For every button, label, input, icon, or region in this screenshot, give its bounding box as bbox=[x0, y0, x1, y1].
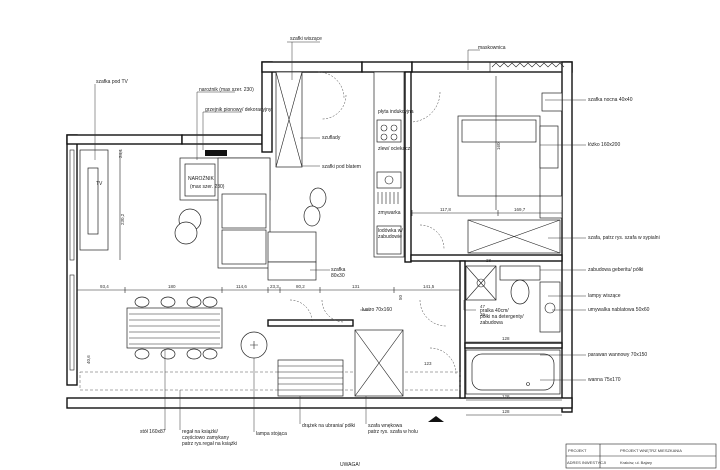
windows bbox=[69, 61, 565, 371]
dim-5: 80,2 bbox=[296, 284, 305, 289]
label-corner-sofa: narożnik (max szer. 230) bbox=[199, 87, 254, 93]
label-cover: maskownica bbox=[478, 45, 506, 51]
label-washer-2: półki na detergenty/ bbox=[480, 314, 524, 320]
dim-13: 28 bbox=[486, 258, 492, 263]
label-bed: łóżko 160x200 bbox=[588, 142, 620, 148]
corner-inner-label-1: NAROŻNIK bbox=[188, 175, 215, 182]
label-cabinet-80-1: szafka bbox=[331, 267, 346, 273]
wall-right bbox=[561, 61, 573, 413]
title-block: PROJEKT PROJEKT WNĘTRZ MIESZKANIA ADRES … bbox=[565, 443, 717, 469]
hall-wardrobe-bottom bbox=[277, 329, 404, 397]
dim-10: 128 bbox=[502, 336, 510, 341]
dim-9: 169,7 bbox=[514, 207, 526, 212]
doors bbox=[289, 71, 457, 375]
dim-12: 128 bbox=[502, 409, 510, 414]
dim-15: 36 bbox=[480, 312, 486, 317]
label-nightstand: szafka nocna 40x40 bbox=[588, 97, 633, 103]
label-hall-wardrobe-1: szafa wnękowa bbox=[368, 423, 402, 429]
title-row1-right: PROJEKT WNĘTRZ MIESZKANIA bbox=[620, 448, 682, 453]
dim-18: 160 bbox=[496, 142, 501, 150]
label-dishwasher: zmywarka bbox=[378, 210, 401, 216]
label-washbasin: umywalka nablatowa 50x60 bbox=[588, 307, 650, 313]
dimension-texts: 93,4 180 114,6 23,3 80,2 131 141,5 117,8… bbox=[86, 142, 526, 414]
label-washer-3: zabudowa bbox=[480, 320, 503, 326]
bathroom bbox=[465, 265, 561, 395]
wall-hall-wardrobe bbox=[267, 319, 354, 327]
label-radiator: grzejnik pionowy/ dekoracyjny bbox=[205, 107, 272, 113]
label-washer-1: pralka 40cm/ bbox=[480, 308, 509, 314]
dim-14: 47 bbox=[480, 304, 486, 309]
dim-19: 24,4 bbox=[118, 149, 123, 158]
bedroom-wardrobe bbox=[467, 219, 561, 254]
label-cabinet-80-2: 80x30 bbox=[331, 273, 345, 279]
label-mirror: lustro 70x160 bbox=[362, 307, 392, 313]
label-bookshelf-1: regał na książki/ bbox=[182, 429, 218, 435]
label-rod: drążek na ubrania/ półki bbox=[302, 423, 355, 429]
label-wall-lamps: lampy wiszące bbox=[588, 293, 621, 299]
dim-3: 114,6 bbox=[236, 284, 247, 289]
wall-kitchen-bedroom bbox=[404, 71, 412, 263]
sofa: NAROŻNIK (max szer. 230) bbox=[179, 157, 271, 269]
label-drawers: szuflady bbox=[322, 135, 341, 141]
dim-16: 123 bbox=[424, 361, 432, 366]
dim-17: 230,2 bbox=[120, 213, 125, 225]
title-row2-right: Kraków, ul. Bajary bbox=[620, 460, 652, 465]
wall-top-hall bbox=[261, 61, 363, 73]
label-shower-screen: parawan wannowy 70x150 bbox=[588, 352, 647, 358]
dim-6: 131 bbox=[352, 284, 360, 289]
radiator-icon bbox=[205, 150, 227, 156]
leader-lines bbox=[94, 41, 586, 432]
label-wardrobe-top: szafki wiszące bbox=[290, 36, 322, 42]
entrance-marker-icon bbox=[428, 416, 444, 422]
bed bbox=[457, 92, 563, 219]
dining-table bbox=[126, 296, 223, 360]
label-bookshelf-3: patrz rys.regał na książki bbox=[182, 441, 237, 447]
label-induction: płyta indukcyjna bbox=[378, 109, 414, 115]
label-fridge-1: lodówka w/ bbox=[378, 228, 403, 234]
dim-1: 93,4 bbox=[100, 284, 109, 289]
wall-top-living bbox=[66, 134, 183, 145]
dim-11: 128 bbox=[502, 394, 510, 399]
wall-top-living-2 bbox=[181, 134, 263, 145]
dim-20: 50 bbox=[398, 294, 403, 300]
floor-lamp-icon bbox=[240, 331, 268, 359]
wall-bedroom-bath bbox=[410, 254, 563, 262]
label-wc-built-in: zabudowa geberitu/ półki bbox=[588, 267, 643, 273]
dim-7: 141,5 bbox=[423, 284, 435, 289]
tv-inner-label: TV bbox=[96, 181, 103, 187]
label-counter-cabinets: szafki pod blatem bbox=[322, 164, 361, 170]
bookshelf-line bbox=[79, 371, 461, 391]
dim-8: 117,8 bbox=[440, 207, 451, 212]
coffee-tables bbox=[174, 208, 202, 245]
kitchen-counter bbox=[373, 71, 405, 258]
wall-bottom bbox=[66, 397, 573, 409]
hall-wardrobe-top bbox=[267, 71, 327, 281]
label-fridge-2: zabudowie bbox=[378, 234, 402, 240]
label-table: stół 160x87 bbox=[140, 429, 166, 435]
label-bedroom-wardrobe: szafa, patrz rys. szafa w sypialni bbox=[588, 235, 660, 241]
dim-2: 180 bbox=[168, 284, 176, 289]
label-hall-wardrobe-2: patrz rys. szafa w holu bbox=[368, 429, 418, 435]
labels: szafka pod TV szafki wiszące narożnik (m… bbox=[96, 36, 660, 468]
wall-bath-left bbox=[459, 260, 466, 399]
dim-21: 40,6 bbox=[86, 355, 91, 364]
label-tv-cabinet: szafka pod TV bbox=[96, 79, 129, 85]
dimension-lines bbox=[76, 76, 563, 416]
label-note: UWAGA! bbox=[340, 462, 360, 468]
label-floor-lamp: lampa stojąca bbox=[256, 431, 287, 437]
wall-top-kitchen bbox=[361, 61, 413, 73]
label-bookshelf-2: częściowo zamykany bbox=[182, 435, 229, 441]
title-row2-left: ADRES INWESTYCJI bbox=[567, 460, 606, 465]
corner-inner-label-2: (max szer. 230) bbox=[190, 184, 225, 190]
tv-unit: TV bbox=[79, 149, 109, 251]
dim-4: 23,3 bbox=[270, 284, 279, 289]
wall-bath-mid bbox=[464, 342, 563, 349]
label-bathtub: wanna 75x170 bbox=[588, 377, 621, 383]
title-row1-left: PROJEKT bbox=[568, 448, 587, 453]
label-sink: zlew/ ociekacz bbox=[378, 146, 411, 152]
